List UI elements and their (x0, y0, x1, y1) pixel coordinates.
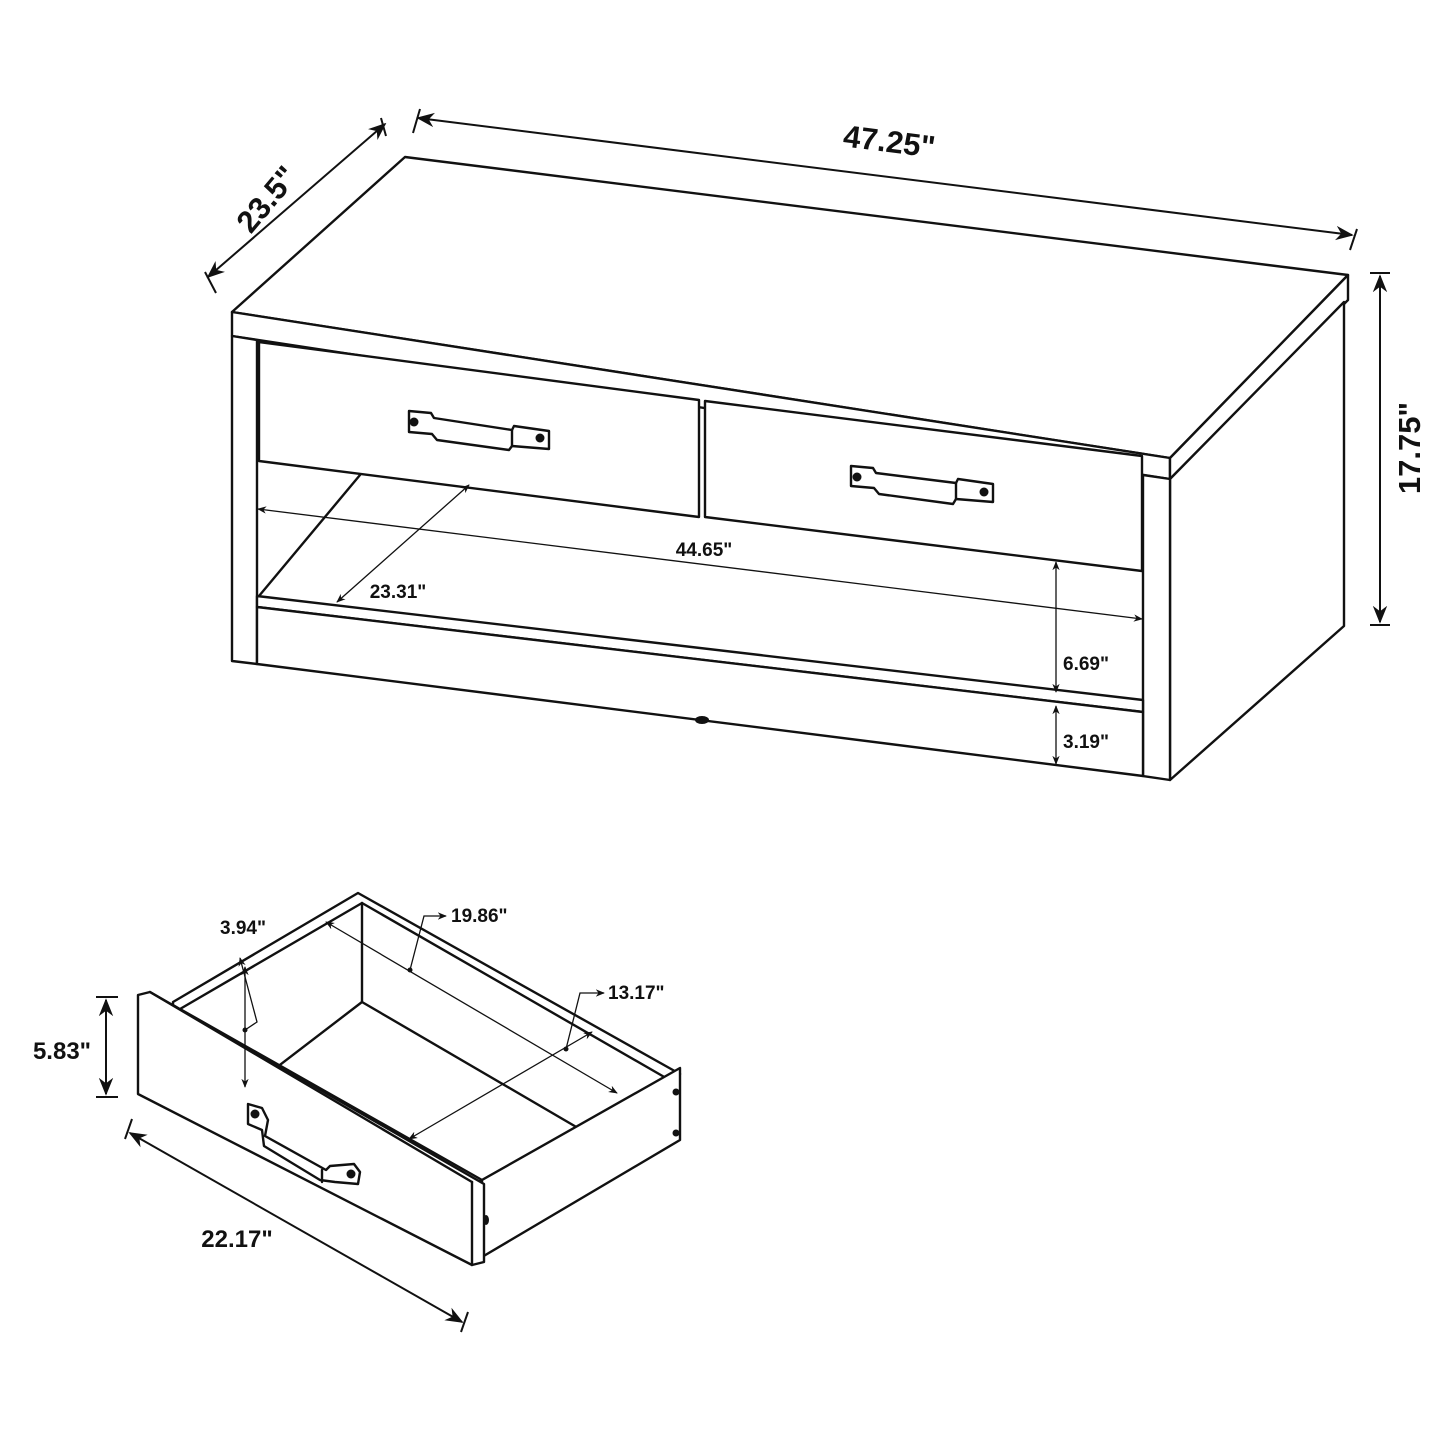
dimension-drawer-interior-width: 13.17" (408, 983, 665, 1140)
label-shelf-width: 44.65" (676, 540, 733, 561)
label-height: 17.75" (1392, 402, 1427, 494)
drawer-left-handle-icon (407, 409, 551, 452)
drawer-right-handle-icon (849, 464, 995, 506)
dimension-drawer-front-width: 22.17" (124, 1118, 469, 1333)
table-left-leg (230, 334, 259, 666)
dimension-height: 17.75" (1370, 272, 1427, 626)
table-base-rail (255, 605, 1145, 778)
dimension-drawer-front-height: 5.83" (33, 996, 118, 1098)
label-base-height: 3.19" (1063, 732, 1109, 753)
label-drawer-interior-width: 13.17" (608, 983, 665, 1004)
label-drawer-front-width: 22.17" (201, 1226, 272, 1253)
label-width: 47.25" (841, 118, 937, 164)
dimension-shelf-height: 6.69" (1052, 561, 1109, 693)
dimension-shelf-depth: 23.31" (336, 484, 470, 603)
dimension-base-height: 3.19" (1052, 705, 1109, 765)
label-drawer-front-height: 5.83" (33, 1038, 91, 1065)
dimension-drawer-interior-depth: 3.94" (220, 918, 266, 1088)
label-drawer-interior-depth: 3.94" (220, 918, 266, 939)
coffee-table-drawing: 47.25" 23.5" 17.75" 44.65" 23.31" (204, 108, 1427, 782)
label-shelf-depth: 23.31" (370, 582, 427, 603)
label-drawer-interior-length: 19.86" (451, 906, 508, 927)
table-right-leg (1141, 473, 1172, 782)
drawer-detail-drawing: 5.83" 22.17" 3.94" 19.86" 13 (33, 891, 682, 1333)
glide-foot (695, 716, 709, 724)
label-shelf-height: 6.69" (1063, 654, 1109, 675)
table-top-side-edge (1168, 273, 1350, 481)
